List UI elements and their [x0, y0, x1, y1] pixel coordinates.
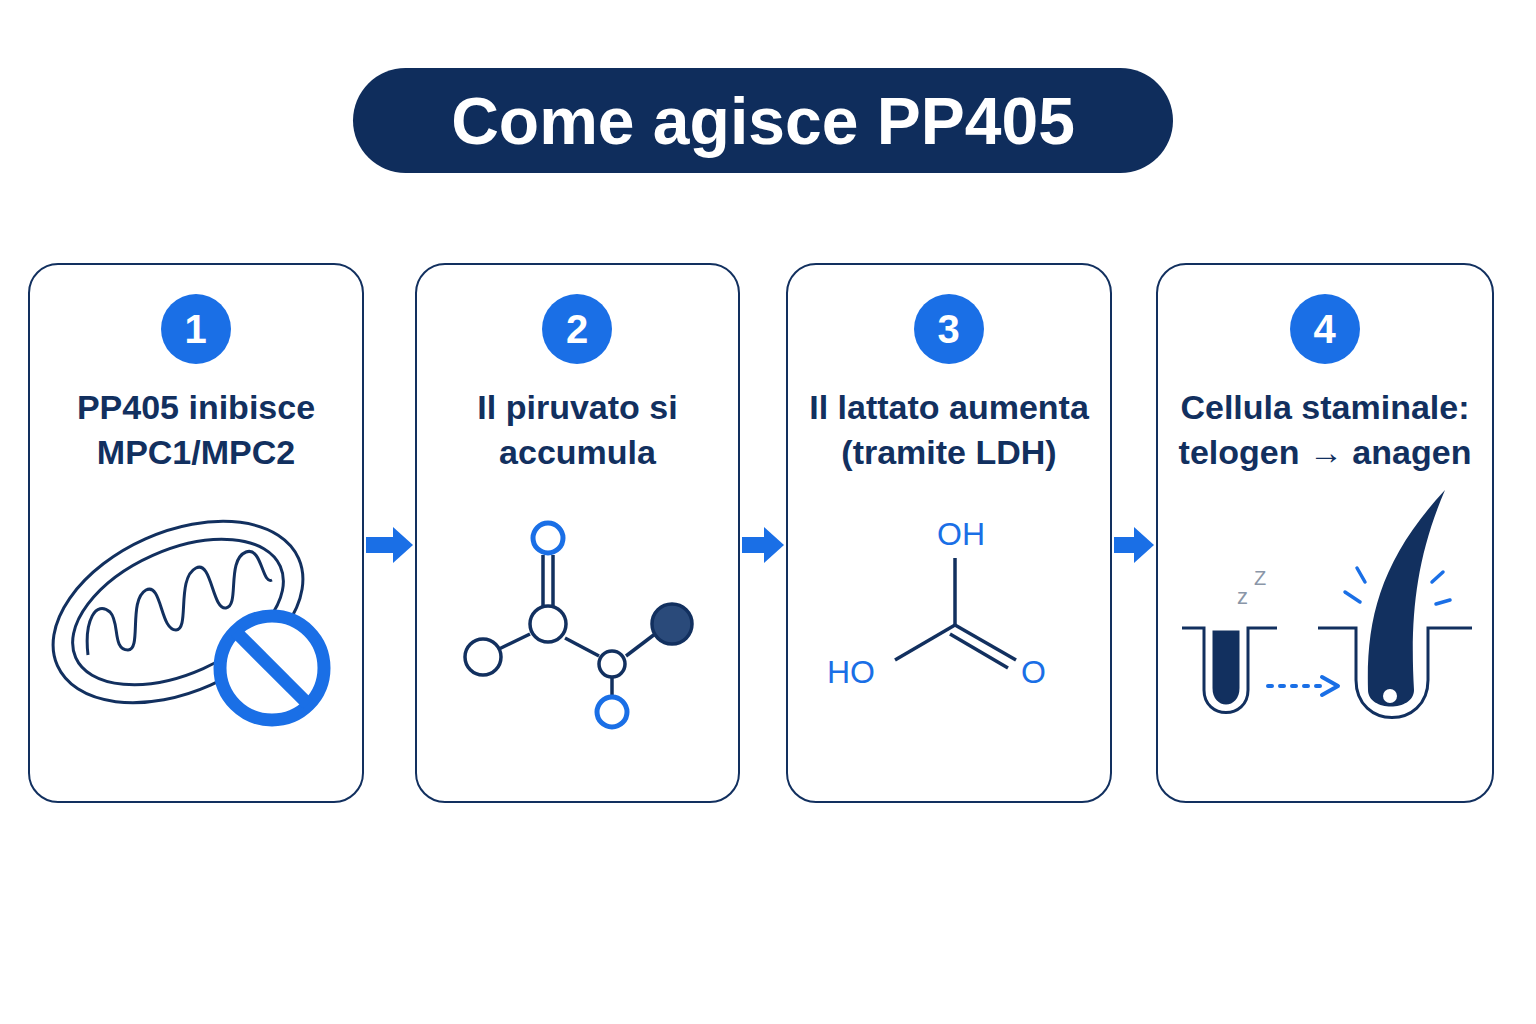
flow-arrow: [366, 527, 413, 563]
arrow-head: [1134, 527, 1154, 563]
atom-label: HO: [827, 656, 875, 688]
callout-number: 1: [184, 309, 206, 349]
atom-label: O: [1021, 656, 1046, 688]
flow-arrow: [742, 527, 784, 563]
prohibition-sign: [220, 616, 324, 720]
follicle-telogen: [1182, 628, 1277, 713]
flow-arrow: [1114, 527, 1154, 563]
arrow-shaft: [366, 537, 397, 553]
step-heading: PP405 inibisce MPC1/MPC2: [38, 385, 354, 475]
title-pill: Come agisce PP405: [353, 68, 1173, 173]
step-heading: Il lattato aumenta (tramite LDH): [796, 385, 1102, 475]
arrow-head: [764, 527, 784, 563]
step-number-circle: 3: [914, 294, 984, 364]
step-number-circle: 4: [1290, 294, 1360, 364]
callout-number: 3: [937, 309, 959, 349]
step-box: Cellula staminale: telogen → anagen 4: [1156, 263, 1494, 803]
step-number-circle: 2: [542, 294, 612, 364]
atom-label: OH: [937, 518, 985, 550]
step-number-circle: 1: [161, 294, 231, 364]
callout-number: 4: [1313, 309, 1335, 349]
step-heading: Il piruvato si accumula: [425, 385, 730, 475]
sleep-mark: Z: [1254, 568, 1266, 588]
sleep-mark: z: [1237, 586, 1248, 608]
mitochondrion-icon: [25, 485, 331, 739]
arrow-head: [393, 527, 413, 563]
pyruvate-molecule: [465, 523, 692, 727]
lactate-bonds: [895, 558, 1016, 668]
title-text: Come agisce PP405: [451, 83, 1075, 159]
callout-number: 2: [566, 309, 588, 349]
step-box: PP405 inibisce MPC1/MPC2 1: [28, 263, 364, 803]
step-heading: Cellula staminale: telogen → anagen: [1166, 385, 1484, 475]
step-box: Il piruvato si accumula 2: [415, 263, 740, 803]
follicle-anagen: [1318, 490, 1472, 718]
dotted-transition-arrow: [1268, 677, 1338, 695]
